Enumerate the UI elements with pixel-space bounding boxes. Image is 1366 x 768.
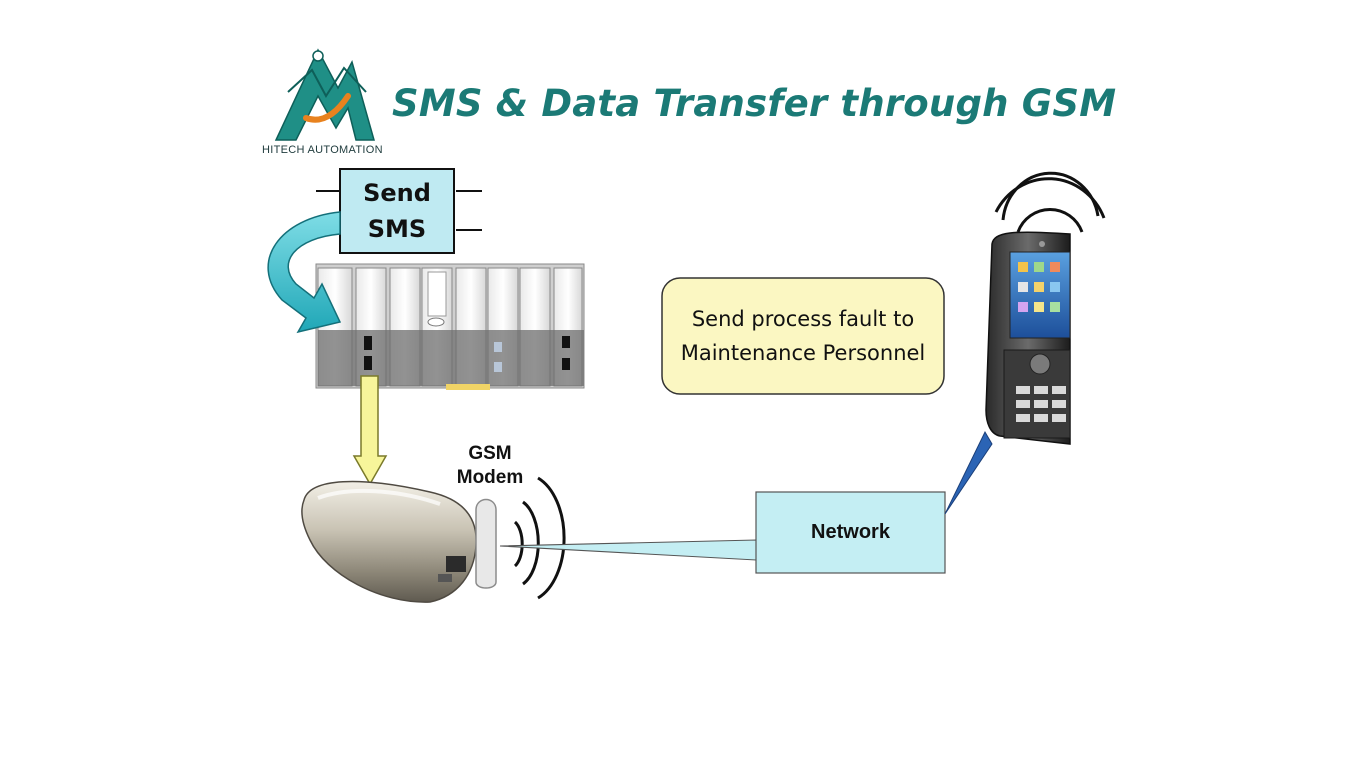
gsm-modem-icon	[301, 480, 497, 603]
mobile-phone-icon	[985, 231, 1071, 445]
phone-signal-icon	[994, 171, 1106, 233]
callout-text: Send process fault to Maintenance Person…	[680, 307, 926, 365]
gsm-modem-label: GSM Modem	[444, 442, 536, 490]
slide-title: SMS & Data Transfer through GSM	[392, 82, 1117, 125]
send-sms-block	[316, 168, 482, 254]
callout-box	[661, 277, 945, 395]
gsm-modem-label-line-1: GSM	[468, 443, 512, 464]
plc-rack-icon	[315, 263, 585, 390]
send-sms-label: Send SMS	[340, 169, 454, 253]
down-arrow-icon	[352, 375, 388, 486]
send-sms-line-2: SMS	[367, 215, 427, 243]
signal-waves-icon	[513, 476, 566, 600]
logo-icon	[274, 48, 375, 141]
network-box	[755, 491, 946, 574]
logo-text: HITECH AUTOMATION	[262, 144, 383, 156]
network-phone-link	[944, 430, 993, 515]
gsm-modem-label-line-2: Modem	[456, 467, 524, 488]
network-label: Network	[811, 521, 890, 543]
curved-arrow-icon	[267, 211, 342, 334]
send-sms-line-1: Send	[363, 179, 431, 207]
